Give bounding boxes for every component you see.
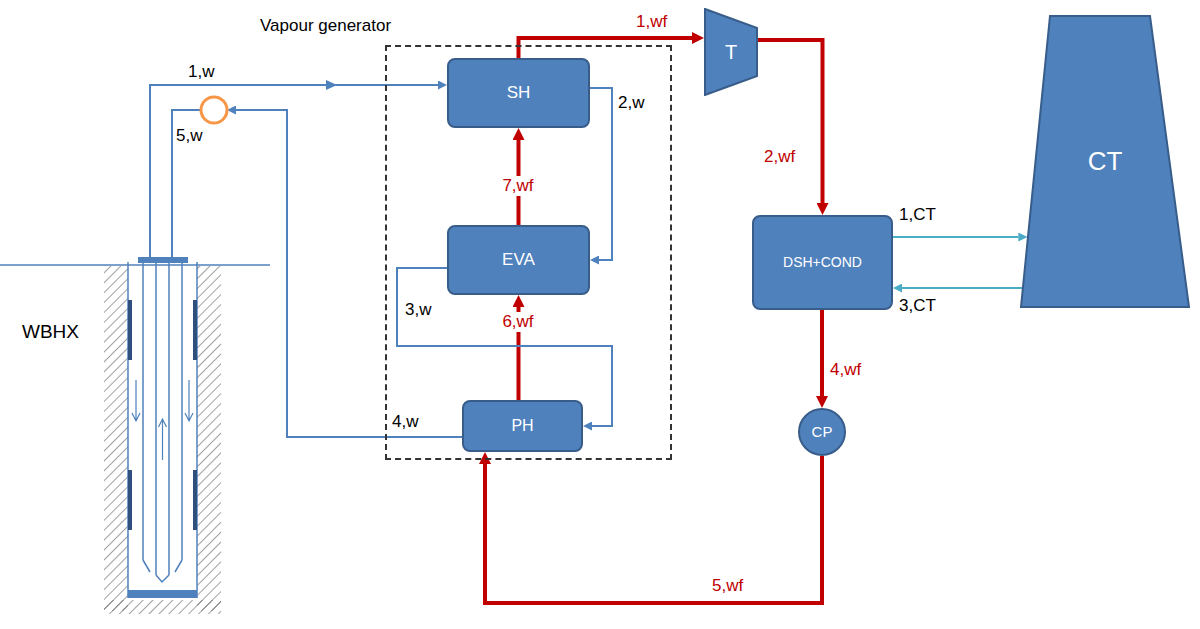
shape-fill [1021,16,1189,307]
stream-label: 1,CT [899,205,936,225]
well-bottom [128,590,197,598]
inner-tube [168,262,170,575]
rock-hatch [104,600,221,614]
ground-line [0,264,270,266]
stream-label: 3,CT [899,296,936,316]
pipe-line [150,85,438,257]
rock-hatch [197,266,221,611]
node-label: DSH+COND [783,254,862,270]
flow-connector [485,456,822,603]
well-pump [201,97,227,123]
stream-label: 7,wf [499,176,536,196]
stream-label: 2,wf [764,147,795,167]
stream-label: 5,wf [712,576,743,596]
packer [193,300,197,360]
node-label: CT [1088,147,1123,177]
stream-label: 2,w [618,93,644,113]
flow-connector [519,38,693,58]
wellhead [138,257,188,263]
node-label: SH [507,83,531,103]
packer [128,300,132,360]
packer [128,470,132,530]
inner-tube [142,262,144,560]
flow-arrow [326,80,337,90]
flow-connector [902,287,1022,289]
node-label: EVA [502,250,535,270]
tube-tip [143,560,182,582]
shape-fill [705,9,757,95]
condenser-box: DSH+COND [752,215,893,310]
heat-exchanger-box: PH [462,400,583,452]
flow-connector [893,236,1018,238]
flow-connector [820,310,824,396]
stream-label: 6,wf [499,312,536,332]
heat-exchanger-box: EVA [447,225,590,295]
rock-hatch [104,266,128,611]
stream-label: WBHX [22,322,79,342]
stream-label: 5,w [176,126,202,146]
flow-connector [757,40,823,203]
turbine-symbol: T [704,8,758,96]
packer [193,470,197,530]
stream-label: 3,w [405,300,431,320]
node-label: PH [511,417,533,435]
stream-label: 4,w [392,412,418,432]
inner-tube [181,262,183,560]
node-label: CP [812,423,833,440]
heat-exchanger-box: SH [447,58,590,128]
pipe-line [236,110,462,437]
stream-label: 1,wf [636,12,667,32]
cooling-tower: CT [1020,15,1190,308]
inner-tube [155,262,157,575]
flow-connector [590,88,612,260]
node-label: T [725,41,737,64]
stream-label: 1,w [188,62,214,82]
group-heading: Vapour generator [260,16,391,36]
flow-arrow [132,380,193,460]
pump-circle: CP [798,408,846,456]
stream-label: 4,wf [830,360,861,380]
